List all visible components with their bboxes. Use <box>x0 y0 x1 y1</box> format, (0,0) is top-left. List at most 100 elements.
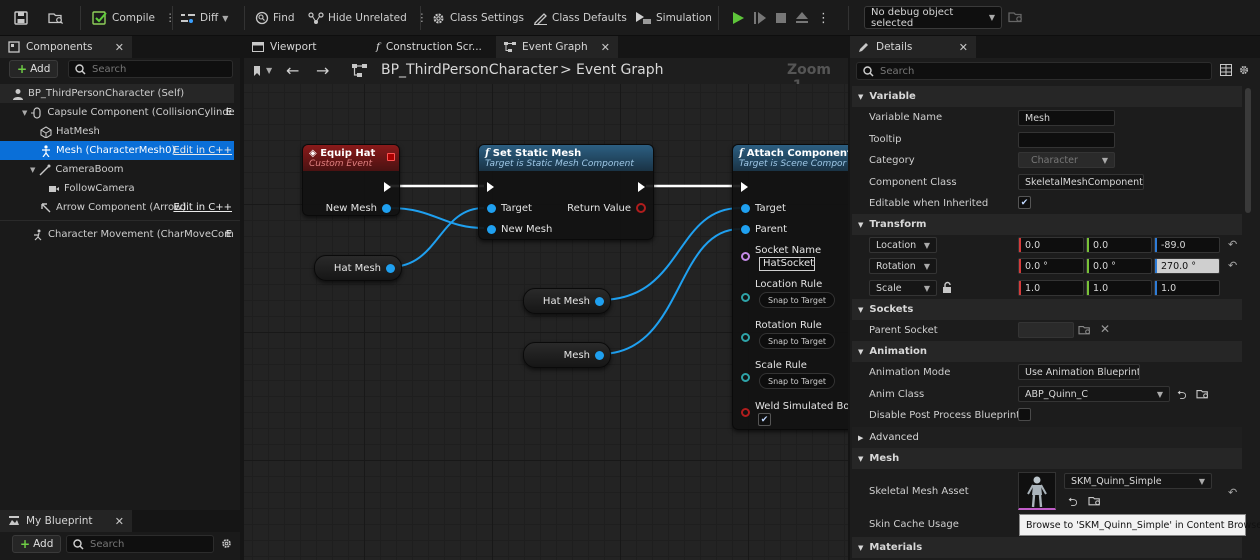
edit-cpp-link[interactable]: E <box>225 107 232 118</box>
tree-item-hatmesh[interactable]: HatMesh <box>0 122 234 141</box>
folder-search-icon[interactable] <box>1078 324 1092 336</box>
tab-my-blueprint[interactable]: My Blueprint ✕ <box>0 510 132 532</box>
resume-icon[interactable] <box>753 11 767 25</box>
breadcrumb-root[interactable]: BP_ThirdPersonCharacter <box>381 62 558 78</box>
tree-item-cameraboom[interactable]: ▼ CameraBoom <box>0 160 234 179</box>
table-view-icon[interactable] <box>1220 64 1232 76</box>
rotation-rule-pin[interactable] <box>741 333 750 342</box>
skeletal-mesh-select[interactable]: SKM_Quinn_Simple▼ <box>1064 473 1212 489</box>
play-icon[interactable] <box>731 11 745 25</box>
play-options-icon[interactable]: ⋮ <box>817 10 830 26</box>
folder-search-icon[interactable] <box>1196 388 1210 400</box>
return-value-pin[interactable] <box>636 203 646 213</box>
simulation-button[interactable]: Simulation <box>634 8 712 28</box>
mesh-out-pin[interactable] <box>595 351 604 360</box>
edit-cpp-link[interactable]: E <box>225 229 232 240</box>
tree-item-followcamera[interactable]: FollowCamera <box>0 179 234 198</box>
mesh-variable-node[interactable]: Mesh <box>523 342 611 368</box>
set-static-mesh-node[interactable]: f Set Static Mesh Target is Static Mesh … <box>478 144 654 240</box>
scale-mode-select[interactable]: Scale▼ <box>869 280 937 296</box>
exec-out-pin[interactable] <box>638 182 645 192</box>
hat-mesh-out-pin[interactable] <box>386 264 395 273</box>
tree-item-self[interactable]: BP_ThirdPersonCharacter (Self) <box>0 84 234 103</box>
target-in-pin[interactable] <box>741 204 750 213</box>
location-rule-select[interactable]: Snap to Target <box>759 292 835 308</box>
rotation-y-input[interactable]: 0.0 ° <box>1086 258 1152 274</box>
parent-socket-input[interactable] <box>1018 322 1074 338</box>
location-x-input[interactable]: 0.0 <box>1018 237 1084 253</box>
tree-item-mesh[interactable]: Mesh (CharacterMesh0) Edit in C++ <box>0 141 234 160</box>
scale-z-input[interactable]: 1.0 <box>1154 280 1220 296</box>
bookmark-icon[interactable] <box>252 65 264 77</box>
components-search-input[interactable]: Search <box>68 60 233 78</box>
close-icon[interactable]: ✕ <box>958 40 968 54</box>
socket-name-input[interactable]: HatSocket <box>759 257 815 271</box>
debug-object-select[interactable]: No debug object selected ▼ <box>864 6 1002 29</box>
compile-options-icon[interactable]: ⋮ <box>164 12 176 24</box>
tab-components[interactable]: Components ✕ <box>0 36 132 58</box>
location-rule-pin[interactable] <box>741 293 750 302</box>
my-blueprint-search-input[interactable]: Search <box>66 535 214 553</box>
anim-class-select[interactable]: ABP_Quinn_C▼ <box>1018 386 1170 402</box>
gear-icon[interactable] <box>220 537 233 550</box>
hide-unrelated-options-icon[interactable]: ⋮ <box>416 12 428 24</box>
section-transform[interactable]: ▼Transform <box>852 214 1242 235</box>
section-variable[interactable]: ▼Variable <box>852 86 1242 107</box>
add-blueprint-item-button[interactable]: + Add <box>12 535 62 553</box>
section-sockets[interactable]: ▼Sockets <box>852 299 1242 320</box>
tab-viewport[interactable]: Viewport <box>244 36 364 58</box>
exec-in-pin[interactable] <box>741 182 748 192</box>
find-button[interactable]: Find <box>255 8 295 28</box>
details-scrollbar[interactable] <box>1245 88 1251 213</box>
debug-browse-icon[interactable] <box>1008 10 1024 24</box>
section-advanced[interactable]: ▶Advanced <box>852 427 1242 448</box>
location-z-input[interactable]: -89.0 <box>1154 237 1220 253</box>
target-in-pin[interactable] <box>487 204 496 213</box>
section-mesh[interactable]: ▼Mesh <box>852 448 1242 469</box>
tab-details[interactable]: Details ✕ <box>850 36 976 58</box>
rotation-mode-select[interactable]: Rotation▼ <box>869 258 937 274</box>
tooltip-input[interactable] <box>1018 132 1115 148</box>
scale-rule-pin[interactable] <box>741 373 750 382</box>
expand-arrow-icon[interactable]: ▼ <box>30 165 36 174</box>
details-search-input[interactable]: Search <box>856 62 1212 80</box>
forward-arrow-icon[interactable]: → <box>316 61 330 80</box>
browse-button[interactable] <box>48 8 64 28</box>
reset-rotation-icon[interactable]: ↶ <box>1228 259 1238 272</box>
exec-out-pin[interactable] <box>384 182 391 192</box>
use-selected-icon[interactable]: ⮌ <box>1177 388 1187 402</box>
weld-pin[interactable] <box>741 408 750 417</box>
disable-pp-checkbox[interactable] <box>1018 408 1031 421</box>
animation-mode-select[interactable]: Use Animation Blueprint▼ <box>1018 364 1140 380</box>
edit-in-cpp-link[interactable]: Edit in C++ <box>173 202 232 213</box>
socket-name-pin[interactable] <box>741 252 750 261</box>
hat-mesh-out-pin[interactable] <box>595 297 604 306</box>
expand-arrow-icon[interactable]: ▼ <box>22 108 28 117</box>
location-y-input[interactable]: 0.0 <box>1086 237 1152 253</box>
folder-search-icon[interactable] <box>1088 495 1102 507</box>
add-component-button[interactable]: + Add <box>9 60 59 78</box>
scale-y-input[interactable]: 1.0 <box>1086 280 1152 296</box>
rotation-rule-select[interactable]: Snap to Target <box>759 333 835 349</box>
variable-name-input[interactable]: Mesh <box>1018 110 1115 126</box>
reset-location-icon[interactable]: ↶ <box>1228 238 1238 251</box>
hat-mesh-variable-node[interactable]: Hat Mesh <box>314 255 402 281</box>
close-icon[interactable]: ✕ <box>600 40 610 54</box>
clear-icon[interactable]: ✕ <box>1100 322 1111 336</box>
weld-checkbox[interactable]: ✔ <box>758 413 771 426</box>
lock-icon[interactable] <box>942 281 954 294</box>
diff-button[interactable]: Diff ▼ <box>180 8 228 28</box>
save-button[interactable] <box>14 8 28 28</box>
back-arrow-icon[interactable]: ← <box>286 61 300 80</box>
compile-button[interactable]: Compile ⋮ <box>92 8 175 28</box>
equip-hat-event-node[interactable]: ◈ Equip Hat Custom Event New Mesh <box>302 144 400 216</box>
hide-unrelated-button[interactable]: Hide Unrelated ⋮ <box>308 8 427 28</box>
delegate-pin-icon[interactable] <box>387 153 395 161</box>
reset-mesh-icon[interactable]: ↶ <box>1228 486 1238 499</box>
use-selected-icon[interactable]: ⮌ <box>1068 495 1078 509</box>
class-settings-button[interactable]: Class Settings <box>431 8 524 28</box>
tree-item-capsule[interactable]: ▼ Capsule Component (CollisionCylinder) … <box>0 103 234 122</box>
tree-item-arrow[interactable]: Arrow Component (Arrow) Edit in C++ <box>0 198 234 217</box>
close-icon[interactable]: ✕ <box>114 40 124 54</box>
edit-in-cpp-link[interactable]: Edit in C++ <box>173 145 232 156</box>
